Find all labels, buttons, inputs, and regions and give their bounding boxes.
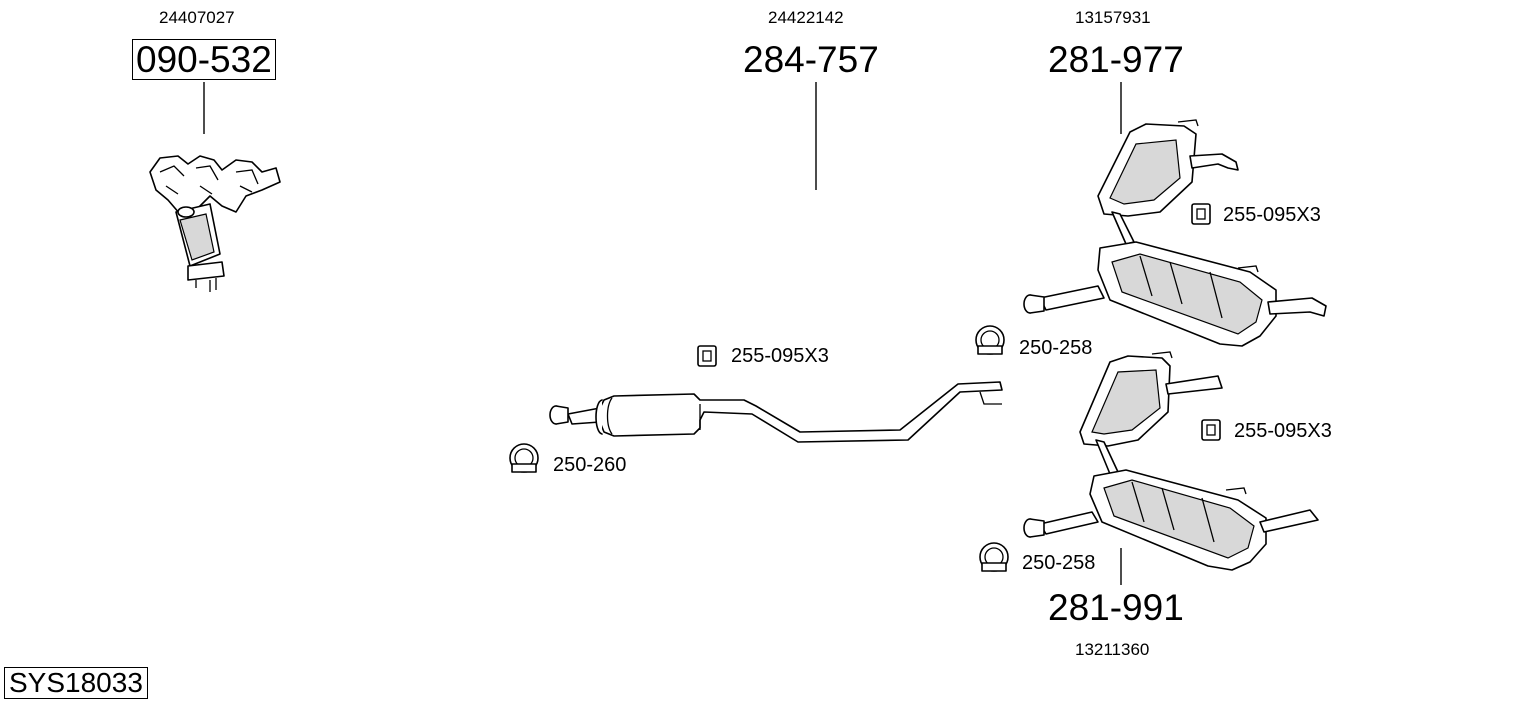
part-number-rear-upper[interactable]: 281-977 bbox=[1048, 39, 1184, 80]
mount-icon-front[interactable] bbox=[697, 345, 717, 367]
accessory-mount-front[interactable]: 255-095X3 bbox=[731, 345, 829, 367]
part-number-rear-lower[interactable]: 281-991 bbox=[1048, 587, 1184, 628]
oe-number-manifold: 24407027 bbox=[159, 8, 235, 27]
mount-icon-upper[interactable] bbox=[1191, 203, 1211, 225]
oe-number-rear-upper: 13157931 bbox=[1075, 8, 1151, 27]
accessory-mount-lower[interactable]: 255-095X3 bbox=[1234, 420, 1332, 442]
accessory-clamp-upper[interactable]: 250-258 bbox=[1019, 337, 1093, 359]
accessory-clamp-lower[interactable]: 250-258 bbox=[1022, 552, 1096, 574]
front-pipe-center-silencer[interactable] bbox=[549, 381, 1003, 443]
system-id-label: SYS18033 bbox=[4, 667, 148, 699]
clamp-icon-lower[interactable] bbox=[979, 542, 1009, 572]
exhaust-manifold-catalytic-converter[interactable] bbox=[149, 155, 281, 292]
clamp-icon-upper[interactable] bbox=[975, 325, 1005, 355]
part-number-front-pipe[interactable]: 284-757 bbox=[743, 39, 879, 80]
clamp-icon-front[interactable] bbox=[509, 443, 539, 473]
accessory-mount-upper[interactable]: 255-095X3 bbox=[1223, 204, 1321, 226]
rear-silencer-lower[interactable] bbox=[1023, 351, 1319, 571]
mount-icon-lower[interactable] bbox=[1201, 419, 1221, 441]
rear-silencer-upper[interactable] bbox=[1023, 119, 1327, 347]
oe-number-rear-lower: 13211360 bbox=[1075, 640, 1150, 659]
accessory-clamp-front[interactable]: 250-260 bbox=[553, 454, 627, 476]
oe-number-front-pipe: 24422142 bbox=[768, 8, 844, 27]
part-number-manifold[interactable]: 090-532 bbox=[132, 39, 276, 80]
